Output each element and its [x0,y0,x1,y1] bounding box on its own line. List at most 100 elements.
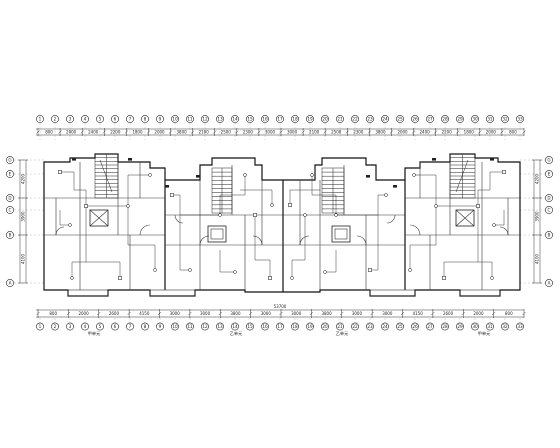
dimension-label: 3000 [352,311,363,316]
dimension-label: 2400 [419,129,430,134]
dimension-label: 1800 [464,129,475,134]
axis-bubble-bottom: 20 [321,318,329,331]
axis-bubble-top: 27 [426,115,434,140]
dimension-label: 2500 [221,129,232,134]
light-fixture-symbol [323,270,327,274]
axis-bubble-bottom: 3 [66,318,74,331]
axis-bubble-top: 2 [51,115,59,140]
axis-bubble-top: 5 [96,115,104,140]
dimension-label: 3000 [382,311,393,316]
axis-letter: A [9,281,12,286]
dimension-label: 2100 [199,129,210,134]
axis-bubble-bottom: 14 [231,318,239,331]
axis-number: 8 [144,324,147,329]
fixture-box-symbol [368,268,372,272]
light-fixture-symbol [153,268,157,272]
distribution-panel-symbol [165,185,169,188]
axis-bubble-side: E [520,170,553,178]
dimension-label: 4100 [21,253,26,264]
light-fixture-symbol [412,173,416,177]
unit-label-2: 乙单元 [230,330,243,337]
dimension-label: 3000 [287,129,298,134]
axis-bubble-top: 24 [381,115,389,140]
light-fixture-symbol [243,173,247,177]
light-fixture-symbol [334,213,338,217]
axis-bubble-bottom: 7 [126,318,134,331]
axis-number: 21 [337,324,343,329]
axis-number: 26 [412,324,418,329]
axis-number: 30 [472,324,478,329]
dimension-label: 2600 [109,311,120,316]
dimension-label: 2200 [442,129,453,134]
axis-number: 7 [129,324,132,329]
light-fixture-symbol [384,193,388,197]
light-fixture-symbol [188,268,192,272]
stair-mid-left [211,167,233,214]
axis-number: 15 [247,117,253,122]
axis-bubble-bottom: 32 [501,318,509,331]
dimension-label: 3800 [230,311,241,316]
elevator-shafts [89,209,475,243]
axis-letter: G [547,158,550,163]
dimension-label: 2400 [88,129,99,134]
axis-number: 7 [129,117,132,122]
axis-bubble-bottom: 30 [471,318,479,331]
axis-bubble-top: 6 [111,115,119,140]
electrical-fixtures [58,158,506,280]
dimension-label: 2000 [66,129,77,134]
axis-bubble-top: 23 [366,115,374,140]
axis-number: 32 [502,117,508,122]
axis-number: 27 [427,117,433,122]
axis-number: 14 [232,324,238,329]
axis-bubble-side: E [6,170,44,178]
stair-left [94,153,119,199]
axis-number: 23 [367,117,373,122]
axis-number: 12 [202,324,208,329]
axis-number: 12 [202,117,208,122]
dimension-label: 2000 [397,129,408,134]
light-fixture-symbol [126,204,130,208]
axis-bubble-top: 16 [261,115,269,140]
axis-bubble-bottom: 9 [156,318,164,331]
axis-bubble-side: C [520,206,553,214]
axis-bubble-top: 18 [291,115,299,140]
axis-bubble-top: 1 [36,115,44,140]
axis-letter: B [9,233,12,238]
axis-number: 1 [39,117,42,122]
dimension-label: 3000 [291,311,302,316]
axis-bubble-side: D [6,194,44,202]
light-fixture-symbol [434,204,438,208]
axis-bubble-top: 17 [276,115,284,140]
axis-bubble-top: 13 [216,115,224,140]
axis-number: 21 [337,117,343,122]
axis-number: 13 [217,117,223,122]
axis-bubble-top: 28 [441,115,449,140]
dimension-label: 800 [505,311,513,316]
axis-number: 18 [292,324,298,329]
axis-number: 26 [412,117,418,122]
axis-bubble-bottom: 5 [96,318,104,331]
light-fixture-symbol [70,276,74,280]
door-swings [55,214,509,246]
axis-bubble-top: 30 [471,115,479,140]
dimension-label: 2600 [443,311,454,316]
axis-bubble-bottom: 1 [36,318,44,331]
dimension-label: 2300 [353,129,364,134]
axis-number: 6 [114,117,117,122]
dimension-label: 4150 [413,311,424,316]
axis-bubble-top: 12 [201,115,209,140]
axis-bubble-bottom: 11 [186,318,194,331]
axis-bubble-bottom: 4 [81,318,89,331]
axis-bubble-bottom: 2 [51,318,59,331]
axis-number: 9 [159,117,162,122]
axis-bubble-bottom: 25 [396,318,404,331]
distribution-panel-symbol [366,175,370,178]
axis-bubble-bottom: 26 [411,318,419,331]
axis-number: 31 [487,324,493,329]
axis-number: 19 [307,117,313,122]
axis-number: 2 [54,324,57,329]
